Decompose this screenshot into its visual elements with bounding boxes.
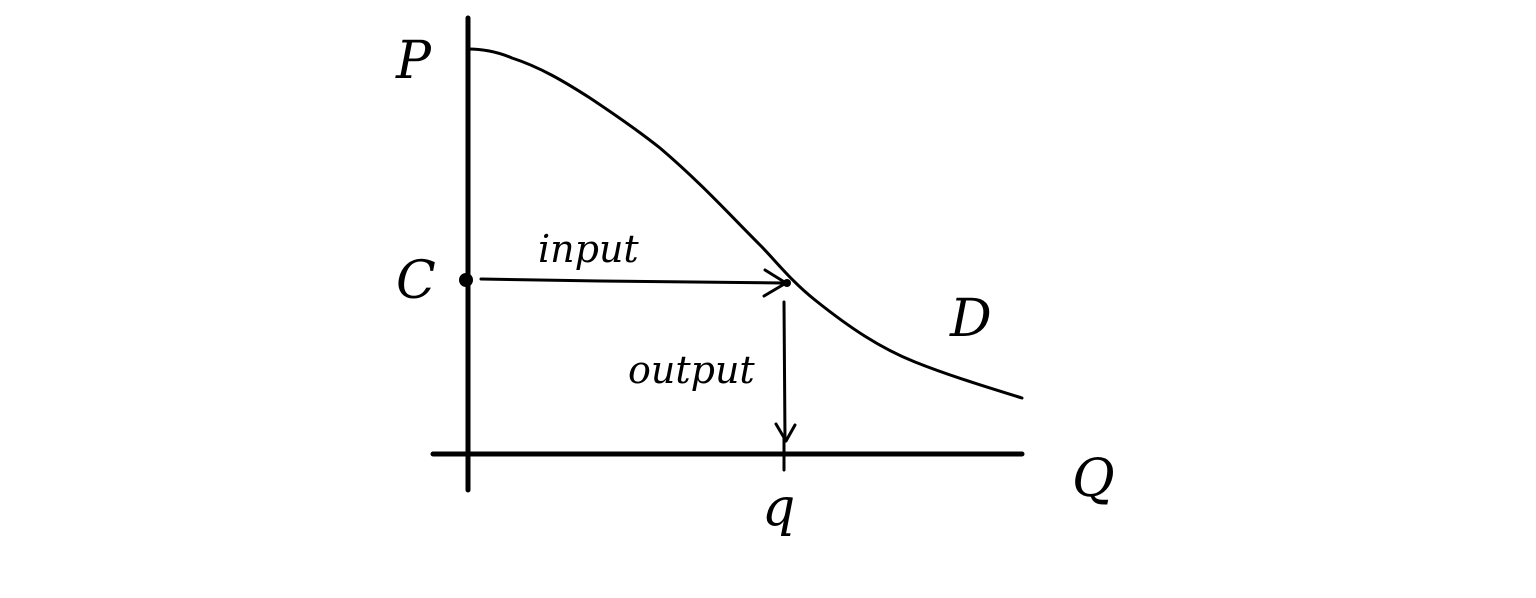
demand-label: D	[949, 289, 992, 349]
output-arrow-line	[782, 300, 787, 442]
x-axis-label: Q	[1072, 449, 1115, 509]
cost-point	[459, 273, 473, 287]
output-label: output	[628, 348, 755, 392]
demand-curve	[466, 47, 1024, 400]
intersection-point	[783, 279, 791, 287]
cost-label: C	[396, 251, 436, 311]
y-axis-label: P	[395, 31, 432, 91]
quantity-label: q	[762, 478, 795, 538]
output-arrow-head	[774, 422, 797, 443]
input-arrow-line	[479, 277, 785, 285]
input-label: input	[538, 227, 639, 271]
